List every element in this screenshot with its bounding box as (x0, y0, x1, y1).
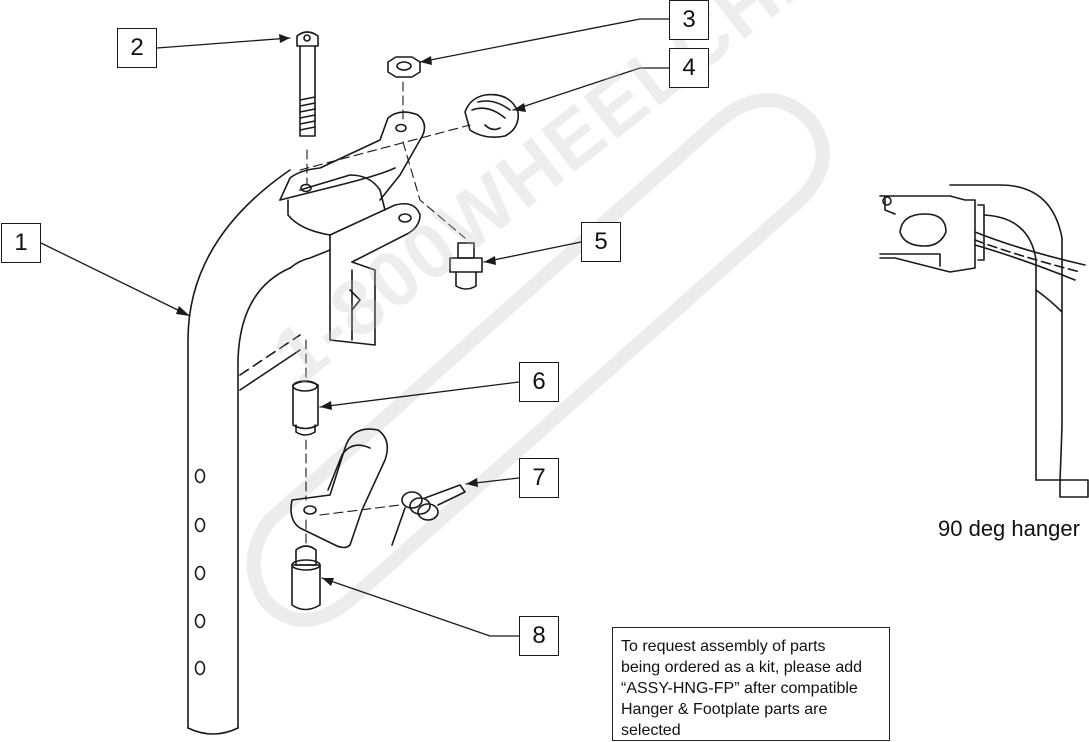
bolt (296, 31, 319, 137)
watermark-frame (246, 93, 830, 627)
pin (291, 545, 321, 611)
note-line: To request assembly of parts (621, 638, 826, 655)
inset-caption: 90 deg hanger (938, 516, 1080, 541)
callout-6: 6 (519, 362, 559, 402)
bushing (292, 380, 319, 436)
callout-1: 1 (1, 223, 41, 263)
hanger-90-degree-inset (879, 184, 1089, 498)
nut (387, 56, 421, 78)
stud (449, 242, 483, 290)
callout-3: 3 (669, 0, 709, 40)
assembly-note: To request assembly of parts being order… (612, 627, 890, 741)
callout-8: 8 (519, 616, 559, 656)
callout-5: 5 (581, 222, 621, 262)
latch-plate (290, 428, 389, 549)
hanger-tube (187, 169, 301, 735)
note-line: “ASSY-HNG-FP” after compatible (621, 680, 858, 697)
hinge-bracket (279, 111, 426, 346)
note-line: being ordered as a kit, please add (621, 659, 863, 676)
adjustment-hole (194, 468, 206, 484)
adjustment-hole (194, 565, 206, 581)
leader-lines (40, 18, 670, 637)
assembly-centerlines (299, 81, 471, 546)
leader-arrowheads (176, 34, 526, 586)
bumper (464, 93, 520, 138)
note-line: selected (621, 722, 681, 739)
torsion-spring (391, 484, 466, 546)
callout-7: 7 (519, 458, 559, 498)
callout-4: 4 (669, 48, 709, 88)
callout-2: 2 (117, 28, 157, 68)
adjustment-hole (194, 517, 206, 533)
note-line: Hanger & Footplate parts are (621, 701, 828, 718)
adjustment-hole (194, 660, 206, 676)
adjustment-hole (194, 613, 206, 629)
